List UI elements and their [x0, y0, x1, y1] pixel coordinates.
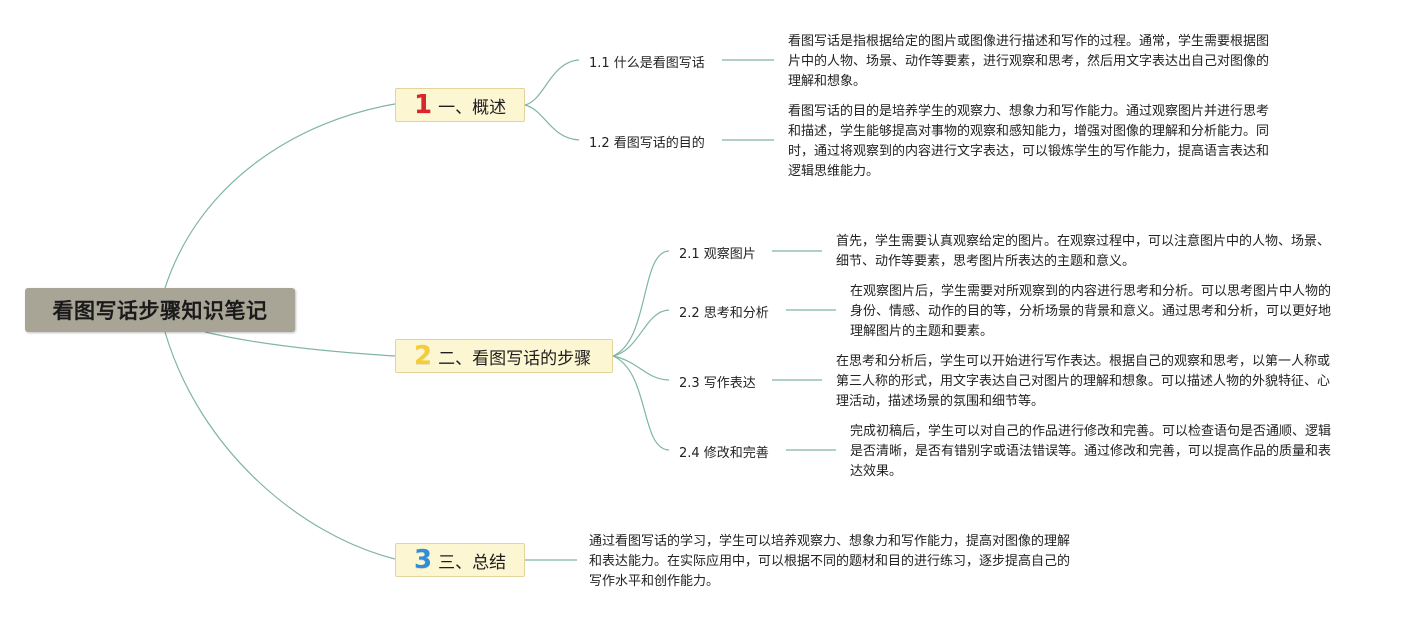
link-branch1-sub12 — [524, 104, 580, 141]
root-title: 看图写话步骤知识笔记 — [52, 299, 268, 323]
branch-label: 一、概述 — [438, 97, 507, 118]
description-what-is: 看图写话是指根据给定的图片或图像进行描述和写作的过程。通常，学生需要根据图片中的… — [788, 34, 1270, 89]
branch-label: 三、总结 — [438, 552, 507, 573]
subtopic-think[interactable]: 2.2 思考和分析 — [679, 306, 769, 321]
description-observe: 首先，学生需要认真观察给定的图片。在观察过程中，可以注意图片中的人物、场景、细节… — [836, 234, 1331, 269]
description-purpose: 看图写话的目的是培养学生的观察力、想象力和写作能力。通过观察图片并进行思考和描述… — [788, 104, 1270, 179]
link-branch2-sub23 — [612, 355, 670, 381]
description-summary: 通过看图写话的学习，学生可以培养观察力、想象力和写作能力，提高对图像的理解和表达… — [589, 534, 1071, 589]
subtopic-what-is[interactable]: 1.1 什么是看图写话 — [589, 56, 705, 71]
subtopic-observe[interactable]: 2.1 观察图片 — [679, 247, 756, 262]
link-branch2-sub22 — [612, 309, 670, 357]
subtopic-purpose[interactable]: 1.2 看图写话的目的 — [589, 136, 705, 151]
link-branch2-sub21 — [612, 250, 670, 357]
link-branch2-sub24 — [612, 355, 670, 451]
link-root-branch1 — [164, 103, 396, 289]
subtopic-write[interactable]: 2.3 写作表达 — [679, 376, 756, 391]
number-two-icon: 2 — [414, 341, 433, 371]
branch-label: 二、看图写话的步骤 — [438, 348, 592, 369]
description-think: 在观察图片后，学生需要对所观察到的内容进行思考和分析。可以思考图片中人物的身份、… — [850, 284, 1332, 339]
branch-summary[interactable]: 3 三、总结 — [395, 543, 525, 577]
branch-steps[interactable]: 2 二、看图写话的步骤 — [395, 339, 613, 373]
description-write: 在思考和分析后，学生可以开始进行写作表达。根据自己的观察和思考，以第一人称或第三… — [836, 354, 1331, 409]
link-root-branch2 — [204, 331, 396, 357]
root-topic[interactable]: 看图写话步骤知识笔记 — [25, 288, 295, 332]
link-root-branch3 — [164, 331, 396, 560]
number-one-icon: 1 — [414, 90, 433, 120]
subtopic-revise[interactable]: 2.4 修改和完善 — [679, 446, 769, 461]
description-revise: 完成初稿后，学生可以对自己的作品进行修改和完善。可以检查语句是否通顺、逻辑是否清… — [850, 424, 1332, 479]
link-branch1-sub11 — [524, 59, 580, 106]
branch-overview[interactable]: 1 一、概述 — [395, 88, 525, 122]
number-three-icon: 3 — [414, 545, 433, 575]
